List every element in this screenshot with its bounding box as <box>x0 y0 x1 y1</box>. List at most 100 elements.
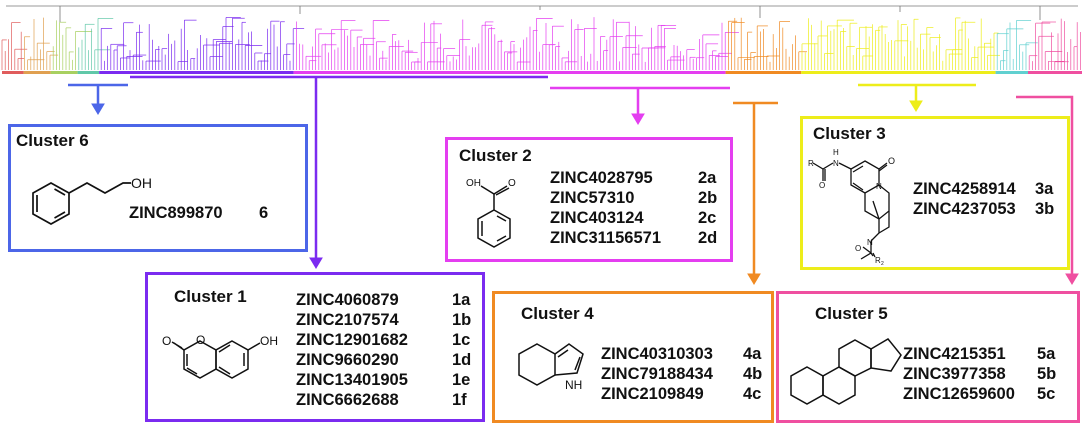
cluster3-atom-r2-sub: 2 <box>881 261 884 267</box>
cluster1-atom-o2: O <box>196 333 205 347</box>
zinc-id: ZINC12901682 <box>296 331 408 349</box>
cluster6-structure: OH <box>32 175 152 225</box>
dendrogram-leaf-band <box>1028 71 1082 74</box>
zinc-id: ZINC13401905 <box>296 371 408 389</box>
cluster3-atom-r: R <box>808 159 814 168</box>
cluster6-box: Cluster 6 OH ZINC899870 6 <box>8 124 308 252</box>
list-item: ZINC79188434 4b <box>601 364 771 384</box>
zinc-id: ZINC31156571 <box>550 229 661 247</box>
zinc-id: ZINC899870 <box>129 204 223 222</box>
dendrogram-leaf-band <box>725 71 802 74</box>
arrow-cluster4 <box>747 273 761 285</box>
compound-label: 2d <box>698 229 718 247</box>
dendrogram-leaf-band <box>77 71 100 74</box>
cluster3-atom-o3: O <box>855 244 861 253</box>
compound-label: 4a <box>743 345 762 363</box>
cluster4-atom-nh: NH <box>565 378 582 392</box>
cluster3-list: ZINC4258914 3a ZINC4237053 3b <box>913 179 1063 219</box>
list-item: ZINC403124 2c <box>550 208 730 228</box>
arrow-cluster1 <box>309 257 323 269</box>
list-item: ZINC40310303 4a <box>601 344 771 364</box>
compound-label: 4b <box>743 365 763 383</box>
compound-label: 2b <box>698 189 718 207</box>
list-item: ZINC13401905 1e <box>296 370 481 390</box>
cluster6-list: ZINC899870 6 <box>129 203 299 223</box>
list-item: ZINC12901682 1c <box>296 330 481 350</box>
zinc-id: ZINC4258914 <box>913 180 1016 198</box>
compound-label: 1d <box>452 351 472 369</box>
cluster4-title: Cluster 4 <box>521 304 594 323</box>
connector-cluster1 <box>130 75 548 262</box>
zinc-id: ZINC12659600 <box>903 385 1015 403</box>
connector-cluster4 <box>733 101 778 278</box>
zinc-id: ZINC79188434 <box>601 365 713 383</box>
compound-label: 1c <box>452 331 471 349</box>
list-item: ZINC3977358 5b <box>903 364 1078 384</box>
cluster5-title: Cluster 5 <box>815 304 888 323</box>
compound-label: 1f <box>452 391 467 409</box>
cluster5-structure <box>790 338 902 405</box>
zinc-id: ZINC2109849 <box>601 385 704 403</box>
cluster4-list: ZINC40310303 4a ZINC79188434 4b ZINC210984… <box>601 344 771 404</box>
compound-label: 3a <box>1035 180 1054 198</box>
list-item: ZINC899870 6 <box>129 203 299 223</box>
list-item: ZINC12659600 5c <box>903 384 1078 404</box>
connector-cluster2 <box>550 86 730 118</box>
dendrogram-branches <box>1 17 1081 70</box>
list-item: ZINC6662688 1f <box>296 390 481 410</box>
cluster1-structure: O O OH <box>162 333 278 379</box>
cluster3-atom-n3: N <box>867 238 873 247</box>
cluster2-atom-oh: OH <box>466 178 481 189</box>
zinc-id: ZINC2107574 <box>296 311 399 329</box>
arrow-cluster3 <box>909 100 923 112</box>
cluster3-title: Cluster 3 <box>813 124 886 143</box>
cluster3-atom-n2: N <box>876 182 882 191</box>
dendrogram-leaf-band <box>99 71 294 74</box>
zinc-id: ZINC3977358 <box>903 365 1006 383</box>
cluster3-atom-h: H <box>833 148 839 157</box>
zinc-id: ZINC4028795 <box>550 169 653 187</box>
cluster3-atom-r2: R <box>875 256 881 265</box>
compound-label: 5c <box>1037 385 1056 403</box>
cluster3-structure: R H N O O N N O R 2 <box>808 148 895 267</box>
dendrogram-leaf-band <box>801 71 996 74</box>
compound-label: 1b <box>452 311 472 329</box>
compound-label: 2c <box>698 209 717 227</box>
compound-label: 3b <box>1035 200 1055 218</box>
dendrogram-leaf-band <box>995 71 1028 74</box>
zinc-id: ZINC6662688 <box>296 391 399 409</box>
list-item: ZINC31156571 2d <box>550 228 730 248</box>
compound-label: 6 <box>259 204 269 222</box>
arrow-cluster6 <box>91 103 105 115</box>
arrow-cluster5 <box>1065 273 1079 285</box>
zinc-id: ZINC4237053 <box>913 200 1016 218</box>
zinc-id: ZINC40310303 <box>601 345 713 363</box>
compound-label: 1e <box>452 371 471 389</box>
cluster4-box: Cluster 4 NH ZINC40310303 4a ZINC79188434… <box>492 291 774 423</box>
cluster2-atom-o: O <box>508 178 516 189</box>
cluster6-atom-oh: OH <box>131 175 152 191</box>
compound-label: 2a <box>698 169 717 187</box>
arrow-cluster2 <box>631 113 645 125</box>
dendrogram-leaf-band <box>50 71 78 74</box>
zinc-id: ZINC4215351 <box>903 345 1006 363</box>
compound-label: 5b <box>1037 365 1057 383</box>
cluster3-box: Cluster 3 R H N O O N <box>800 116 1070 270</box>
zinc-id: ZINC4060879 <box>296 291 399 309</box>
connector-cluster5 <box>1016 95 1074 278</box>
cluster3-atom-o: O <box>819 181 825 190</box>
dendrogram-leaf-band <box>293 71 726 74</box>
zinc-id: ZINC403124 <box>550 209 644 227</box>
cluster1-title: Cluster 1 <box>174 287 247 306</box>
